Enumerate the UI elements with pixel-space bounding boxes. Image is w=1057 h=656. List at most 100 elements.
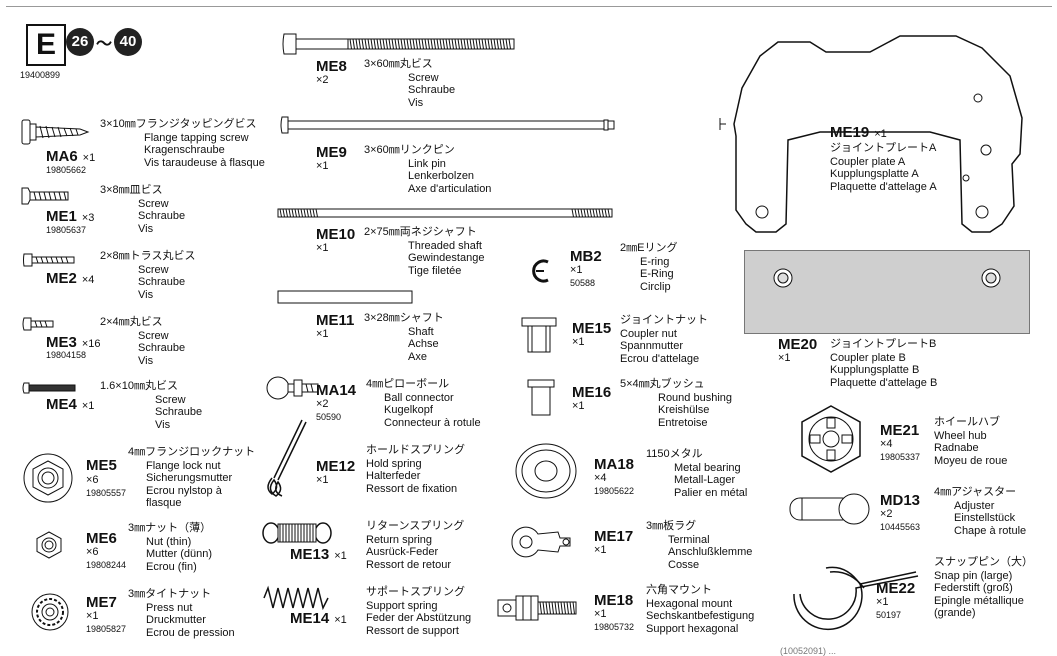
part-code-me22: ME22 (876, 580, 916, 597)
part-code-me7: ME7 (86, 594, 117, 611)
adjuster-icon (789, 493, 870, 525)
flat-head-screw-icon (21, 187, 69, 205)
part-number-ma14: 50590 (316, 412, 342, 422)
part-desc-me8: 3×60㎜丸ビス Screw Schraube Vis (364, 58, 456, 109)
range-end: 40 (114, 28, 143, 56)
step-range: 26～40 (66, 28, 156, 58)
part-code-me18: ME18 (594, 592, 634, 609)
link-pin-icon (280, 116, 615, 134)
part-qty-me10: ×1 (316, 242, 329, 254)
shaft-icon (277, 290, 413, 304)
part-code-md13: MD13 (880, 492, 921, 509)
part-desc-me7: 3㎜タイトナット Press nut Druckmutter Ecrou de … (128, 588, 235, 639)
part-qty-md13: ×2 (880, 508, 893, 520)
part-desc-mb2: 2㎜Eリング E-ring E-Ring Circlip (620, 242, 678, 293)
round-bushing-icon (527, 379, 555, 416)
part-desc-me17: 3㎜板ラグ Terminal Anschlußklemme Cosse (646, 520, 753, 571)
press-nut-icon (31, 593, 69, 631)
part-desc-me14: サポートスプリング Support spring Feder der Abstü… (366, 586, 472, 637)
part-code-ma14: MA14 (316, 382, 357, 399)
part-qty-me17: ×1 (594, 544, 607, 556)
part-desc-md13: 4㎜アジャスター Adjuster Einstellstück Chape à … (934, 486, 1027, 537)
part-qty-ma18: ×4 (594, 472, 607, 484)
part-code-me11: ME11 (316, 312, 355, 329)
flange-lock-nut-icon (23, 453, 73, 503)
part-code-me13: ME13×1 (290, 546, 347, 563)
part-qty-me9: ×1 (316, 160, 329, 172)
thin-nut-icon (36, 531, 62, 559)
part-qty-mb2: ×1 (570, 264, 583, 276)
truss-screw-icon (23, 253, 75, 267)
return-spring-icon (262, 522, 332, 544)
part-qty-me8: ×2 (316, 74, 329, 86)
part-code-me15: ME15 (572, 320, 612, 337)
part-qty-me20: ×1 (778, 352, 791, 364)
part-code-me10: ME10 (316, 226, 356, 243)
flange-tapping-screw-icon (21, 119, 90, 145)
part-qty-me6: ×6 (86, 546, 99, 558)
part-qty-me21: ×4 (880, 438, 893, 450)
part-number-md13: 10445563 (880, 522, 921, 532)
long-screw-icon (282, 33, 515, 55)
part-desc-ma14: 4㎜ピローボール Ball connector Kugelkopf Connec… (366, 378, 481, 429)
part-qty-me16: ×1 (572, 400, 585, 412)
part-desc-me3: 2×4㎜丸ビス Screw Schraube Vis (100, 316, 186, 367)
part-desc-me10: 2×75㎜両ネジシャフト Threaded shaft Gewindestang… (364, 226, 485, 277)
part-number-ma6: 19805662 (46, 165, 87, 175)
part-desc-me12: ホールドスプリング Hold spring Halterfeder Ressor… (366, 444, 465, 495)
coupler-plate-b-icon (744, 250, 1030, 334)
metal-bearing-icon (515, 443, 577, 499)
part-code-me20: ME20 (778, 336, 818, 353)
part-qty-me7: ×1 (86, 610, 99, 622)
part-qty-me5: ×6 (86, 474, 99, 486)
part-code-me4: ME4×1 (46, 396, 95, 413)
ball-connector-icon (266, 376, 319, 400)
part-number-mb2: 50588 (570, 278, 596, 288)
part-number-me18: 19805732 (594, 622, 635, 632)
footer-code: (10052091) ... (780, 646, 837, 656)
coupler-plate-a-icon (719, 35, 1023, 233)
coupler-nut-icon (521, 317, 557, 353)
part-desc-me20: ジョイントプレートB Coupler plate B Kupplungsplat… (830, 338, 938, 389)
part-desc-me9: 3×60㎜リンクピン Link pin Lenkerbolzen Axe d'a… (364, 144, 492, 195)
part-code-me21: ME21 (880, 422, 920, 439)
part-qty-me18: ×1 (594, 608, 607, 620)
part-code-me12: ME12 (316, 458, 356, 475)
terminal-lug-icon (511, 526, 571, 558)
part-desc-me1: 3×8㎜皿ビス Screw Schraube Vis (100, 184, 186, 235)
part-number-me3: 19804158 (46, 350, 87, 360)
part-desc-ma6: 3×10㎜フランジタッピングビス Flange tapping screw Kr… (100, 118, 265, 169)
support-spring-icon (263, 585, 329, 611)
e-ring-icon (532, 259, 549, 283)
part-desc-me18: 六角マウント Hexagonal mount Sechskantbefestig… (646, 584, 755, 635)
part-code-mb2: MB2 (570, 248, 602, 265)
part-desc-me5: 4㎜フランジロックナット Flange lock nut Sicherungsm… (128, 446, 256, 509)
part-code-me16: ME16 (572, 384, 612, 401)
part-number-ma18: 19805622 (594, 486, 635, 496)
round-screw-icon (22, 317, 54, 331)
part-code-me2: ME2×4 (46, 270, 95, 287)
hold-spring-icon (267, 419, 307, 497)
part-desc-me13: リターンスプリング Return spring Ausrück-Feder Re… (366, 520, 465, 571)
part-code-me5: ME5 (86, 457, 117, 474)
part-number-me21: 19805337 (880, 452, 921, 462)
part-code-me19: ME19×1 (830, 124, 887, 141)
part-desc-me6: 3㎜ナット（薄） Nut (thin) Mutter (dünn) Ecrou … (128, 522, 213, 573)
hexagonal-mount-icon (497, 595, 577, 621)
part-code-ma6: MA6×1 (46, 148, 96, 165)
part-qty-ma14: ×2 (316, 398, 329, 410)
part-desc-me15: ジョイントナット Coupler nut Spannmutter Ecrou d… (620, 314, 708, 365)
part-number-me22: 50197 (876, 610, 902, 620)
part-code-me17: ME17 (594, 528, 634, 545)
part-number-me5: 19805557 (86, 488, 127, 498)
part-qty-me12: ×1 (316, 474, 329, 486)
part-desc-me11: 3×28㎜シャフト Shaft Achse Axe (364, 312, 444, 363)
part-desc-me16: 5×4㎜丸ブッシュ Round bushing Kreishülse Entre… (620, 378, 733, 429)
range-start: 26 (66, 28, 94, 56)
snap-pin-icon (793, 566, 919, 631)
part-desc-me19: ジョイントプレートA Coupler plate A Kupplungsplat… (830, 142, 937, 193)
small-screw-icon (22, 382, 76, 394)
part-desc-me2: 2×8㎜トラス丸ビス Screw Schraube Vis (100, 250, 196, 301)
part-code-me6: ME6 (86, 530, 117, 547)
part-desc-me4: 1.6×10㎜丸ビス Screw Schraube Vis (100, 380, 203, 431)
